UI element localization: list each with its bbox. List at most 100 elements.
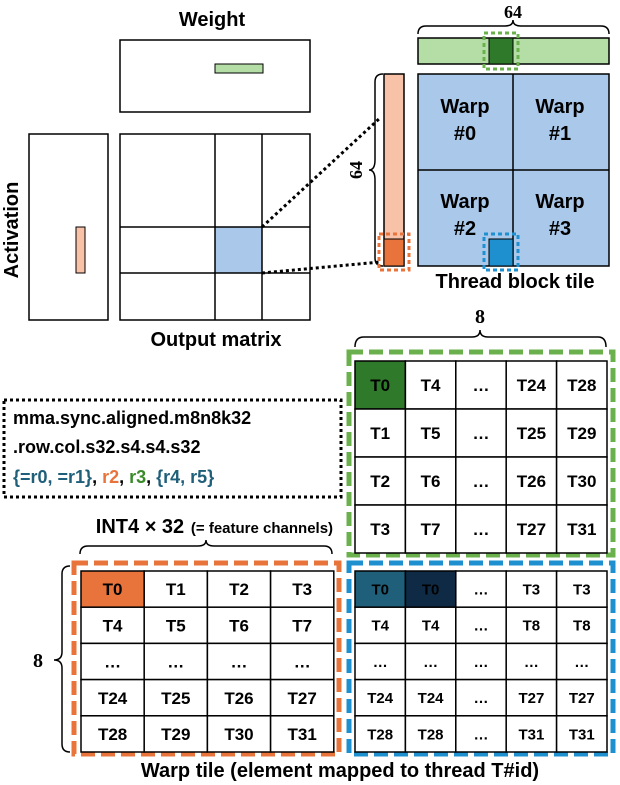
warp-tile-caption: Warp tile (element mapped to thread T#id… xyxy=(141,760,539,782)
warp-2: Warp #2 xyxy=(440,191,489,240)
grid-cell xyxy=(354,606,407,645)
thread-id-label: … xyxy=(104,653,121,672)
grid-cell xyxy=(269,606,335,645)
thread-id-label: … xyxy=(574,654,589,671)
thread-id-label: T4 xyxy=(421,376,441,395)
dim-8-left: 8 xyxy=(33,650,43,672)
warp-0-line2: #0 xyxy=(454,123,476,145)
thread-id-label: T24 xyxy=(98,689,128,708)
thread-id-label: T6 xyxy=(229,616,249,635)
output-highlight-block xyxy=(215,227,262,273)
grid-cell xyxy=(206,715,272,753)
warp-2-line2: #2 xyxy=(454,218,476,240)
output-warp-slice-dash xyxy=(482,232,520,272)
warp-3-line1: Warp xyxy=(535,191,584,213)
grid-cell xyxy=(505,408,558,458)
thread-id-label: T4 xyxy=(422,618,440,635)
thread-id-label: … xyxy=(167,653,184,672)
warp-1-line1: Warp xyxy=(535,96,584,118)
thread-id-label: T30 xyxy=(567,472,596,491)
weight-warp-slice-dash xyxy=(482,31,520,71)
activation-warp-slice xyxy=(383,238,405,267)
feature-channels-label: (= feature channels) xyxy=(191,520,333,537)
grid-cell xyxy=(505,504,558,554)
thread-id-label: T5 xyxy=(166,616,186,635)
thread-id-label: T4 xyxy=(103,616,123,635)
grid-cell xyxy=(505,606,558,645)
activation-tile-bar xyxy=(383,73,405,267)
grid-cell xyxy=(455,570,507,608)
thread-id-label: T8 xyxy=(573,618,591,635)
thread-id-label: T2 xyxy=(370,472,390,491)
thread-id-label: T3 xyxy=(370,520,390,539)
thread-id-label: T8 xyxy=(523,618,541,635)
thread-id-label: T29 xyxy=(567,424,596,443)
thread-id-label: T1 xyxy=(370,424,390,443)
thread-id-label: T27 xyxy=(288,689,317,708)
grid-cell xyxy=(404,408,457,458)
grid-cell xyxy=(143,715,209,753)
thread-id-label: T6 xyxy=(421,472,441,491)
thread-id-label: … xyxy=(474,582,489,599)
thread-id-label: … xyxy=(423,654,438,671)
thread-id-label: T5 xyxy=(421,424,441,443)
grid-cell xyxy=(80,715,145,753)
thread-id-label: T25 xyxy=(517,424,546,443)
grid-cell xyxy=(555,678,608,717)
thread-id-label: T28 xyxy=(367,726,393,743)
dim-64-side: 64 xyxy=(346,161,366,179)
brace-64-top xyxy=(417,19,610,35)
thread-id-label: T24 xyxy=(367,690,394,707)
thread-id-label: T0 xyxy=(103,580,123,599)
orange-warp-frame xyxy=(71,560,342,757)
thread-id-label: T2 xyxy=(229,580,249,599)
blue-warp-frame xyxy=(346,560,616,757)
grid-cell xyxy=(505,642,558,681)
thread-id-label: T31 xyxy=(518,726,544,743)
grid-cell xyxy=(404,606,457,645)
grid-cell xyxy=(455,360,507,410)
warp-2-line1: Warp xyxy=(440,191,489,213)
grid-cell xyxy=(455,715,507,753)
grid-cell xyxy=(455,408,507,458)
grid-cell xyxy=(354,715,407,753)
grid-cell xyxy=(206,642,272,681)
thread-id-label: T27 xyxy=(569,690,595,707)
brace-64-side xyxy=(368,73,384,267)
int4-label: INT4 × 32 xyxy=(96,516,184,538)
mma-operand-segment: , xyxy=(92,467,102,487)
thread-id-label: … xyxy=(474,726,489,743)
grid-cell xyxy=(354,360,407,410)
thread-id-label: T1 xyxy=(166,580,186,599)
grid-cell xyxy=(143,678,209,717)
grid-cell xyxy=(505,715,558,753)
thread-id-label: T27 xyxy=(518,690,544,707)
thread-id-label: T24 xyxy=(418,690,445,707)
zoom-connector-bottom xyxy=(261,260,381,275)
mma-line-1: mma.sync.aligned.m8n8k32 xyxy=(13,408,251,428)
thread-id-label: … xyxy=(473,376,490,395)
weight-label: Weight xyxy=(179,9,246,31)
mma-operands-line: {=r0, =r1}, r2, r3, {r4, r5} xyxy=(13,467,214,487)
mma-operand-segment: , xyxy=(146,467,156,487)
thread-id-label: T0 xyxy=(370,376,390,395)
thread-id-label: … xyxy=(474,654,489,671)
brace-8-left xyxy=(53,565,71,753)
thread-id-label: T30 xyxy=(224,725,253,744)
thread-id-label: … xyxy=(231,653,248,672)
weight-slice xyxy=(214,63,264,74)
thread-id-label: T3 xyxy=(523,582,541,599)
warp-1: Warp #1 xyxy=(535,96,584,145)
grid-cell xyxy=(455,678,507,717)
grid-cell xyxy=(404,504,457,554)
thread-id-label: T4 xyxy=(371,618,389,635)
brace-int4 xyxy=(79,539,333,555)
thread-id-label: T28 xyxy=(567,376,596,395)
thread-id-label: T26 xyxy=(517,472,546,491)
thread-id-label: T31 xyxy=(567,520,596,539)
warp-0: Warp #0 xyxy=(440,96,489,145)
grid-cell xyxy=(505,678,558,717)
thread-id-label: … xyxy=(524,654,539,671)
